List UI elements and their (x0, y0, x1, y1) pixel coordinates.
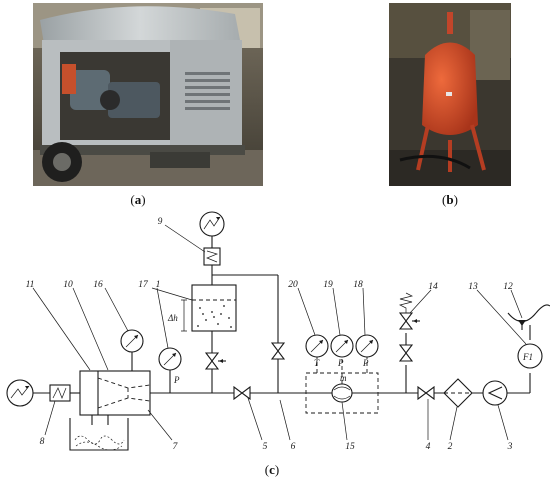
caption-a: (a) (130, 192, 145, 207)
pump-3 (482, 380, 508, 406)
caption-c: (c) (265, 462, 279, 477)
inlet-gauge-icon (6, 379, 34, 407)
label-2: 2 (448, 442, 453, 452)
label-19: 19 (323, 280, 333, 290)
label-18: 18 (353, 280, 363, 290)
flow-indicator-label: F1 (522, 352, 533, 362)
valve-14-lower (398, 344, 414, 362)
label-14: 14 (428, 282, 438, 292)
valve-5 (233, 385, 251, 401)
label-12: 12 (503, 282, 513, 292)
label-20: 20 (288, 280, 298, 290)
heat-coil-9 (203, 247, 221, 266)
gauge-17-symbol: P (173, 375, 180, 385)
photo-b (389, 3, 511, 186)
gauge-18-symbol: P (362, 358, 369, 368)
label-16: 16 (93, 280, 103, 290)
label-8: 8 (40, 437, 45, 447)
gauge-19-symbol: P (337, 358, 344, 368)
label-17: 17 (138, 280, 149, 290)
label-15: 15 (345, 442, 355, 452)
label-3: 3 (507, 442, 513, 452)
photo-a (33, 3, 263, 186)
level-delta: Δh (167, 313, 178, 323)
flowmeter-symbol: m (340, 373, 347, 383)
label-13: 13 (468, 282, 478, 292)
caption-b: (b) (442, 192, 458, 207)
ejector-mixer-10 (79, 370, 151, 416)
label-10: 10 (63, 280, 73, 290)
label-7: 7 (173, 442, 179, 452)
gauge-20-symbol: T (314, 358, 320, 368)
label-4: 4 (426, 442, 431, 452)
label-1: 1 (156, 280, 161, 290)
relief-valve-14 (398, 312, 414, 330)
flow-indicator-f1 (517, 343, 543, 369)
schematic-c: P Δh (6, 211, 550, 452)
label-6: 6 (291, 442, 296, 452)
gauge-9-icon (199, 211, 225, 237)
valve-4 (417, 385, 435, 401)
label-5: 5 (263, 442, 268, 452)
label-9: 9 (158, 217, 163, 227)
dosing-tank-1 (191, 284, 237, 332)
label-11: 11 (26, 280, 35, 290)
valve-6 (270, 342, 286, 360)
